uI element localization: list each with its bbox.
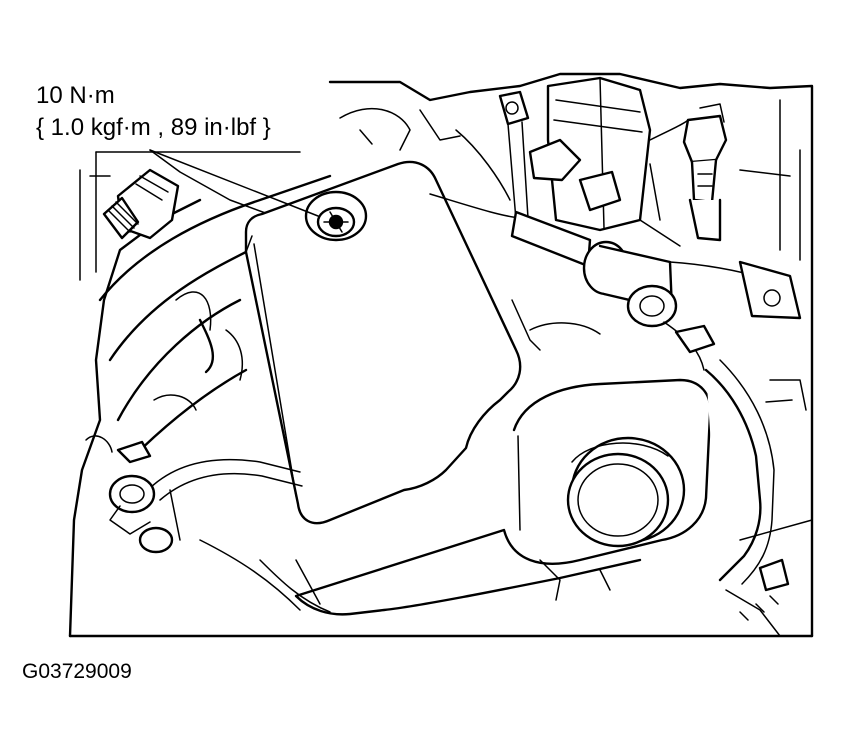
background-details: [339, 99, 801, 351]
pipe-fitting-lower-left: [108, 440, 303, 611]
torque-value-alt-units: { 1.0 kgf·m , 89 in·lbf }: [36, 114, 271, 141]
figure-id: G03729009: [22, 660, 132, 683]
leader-line: [95, 149, 319, 273]
reservoir-cover: [244, 160, 522, 525]
sensor-connector-upper-left: [79, 149, 269, 281]
torque-specification: 10 N·m { 1.0 kgf·m , 89 in·lbf }: [36, 80, 271, 144]
lower-tank: [259, 378, 712, 616]
intake-manifold: [85, 174, 332, 462]
filler-cap: [566, 436, 686, 548]
electrical-connector-upper-right: [649, 103, 728, 242]
lower-right-bracket: [725, 379, 813, 637]
master-cylinder: [498, 76, 652, 232]
torque-value-nm: 10 N·m: [36, 82, 115, 109]
mounting-bolt: [304, 190, 368, 242]
hose-assembly: [429, 163, 802, 585]
